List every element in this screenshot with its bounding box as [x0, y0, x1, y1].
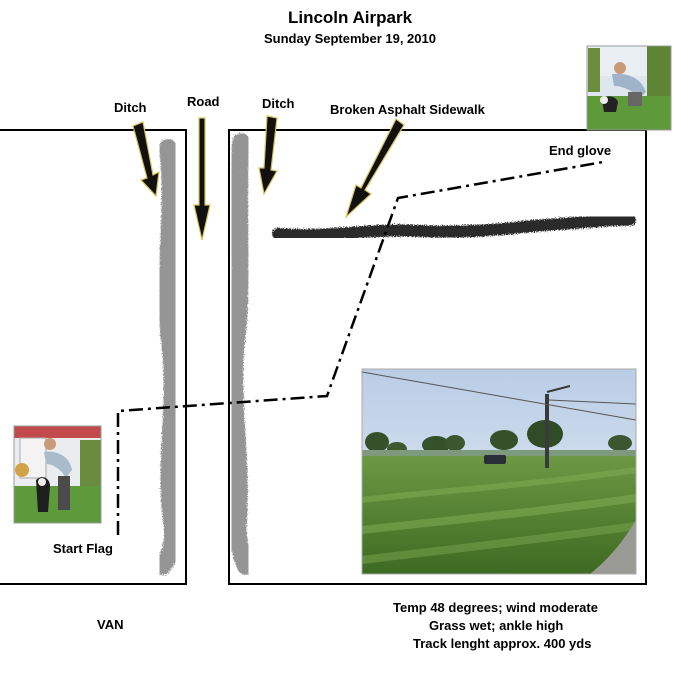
label-start-flag: Start Flag — [53, 541, 113, 556]
ditch-right — [225, 133, 255, 575]
photo-end-handler — [586, 45, 672, 131]
diagram-date: Sunday September 19, 2010 — [264, 31, 436, 46]
label-ditch-right: Ditch — [262, 96, 295, 111]
ditch-left — [153, 139, 182, 575]
arrow-sidewalk — [344, 118, 405, 219]
arrow-road — [193, 117, 211, 241]
diagram-title: Lincoln Airpark — [287, 8, 413, 27]
sidewalk-band — [272, 213, 636, 241]
label-ditch-left: Ditch — [114, 100, 147, 115]
label-road: Road — [187, 94, 220, 109]
photo-start-handler — [13, 425, 102, 524]
arrow-ditch-left — [132, 121, 160, 198]
label-van: VAN — [97, 617, 124, 632]
arrow-ditch-right — [258, 115, 278, 196]
conditions-temp: Temp 48 degrees; wind moderate — [393, 600, 598, 615]
conditions-track-length: Track lenght approx. 400 yds — [413, 636, 592, 651]
track-line — [116, 160, 604, 535]
label-end-glove: End glove — [549, 143, 612, 158]
left-field-boundary — [0, 129, 187, 585]
label-sidewalk: Broken Asphalt Sidewalk — [330, 102, 485, 117]
photo-field-view — [361, 368, 637, 575]
conditions-grass: Grass wet; ankle high — [429, 618, 564, 633]
